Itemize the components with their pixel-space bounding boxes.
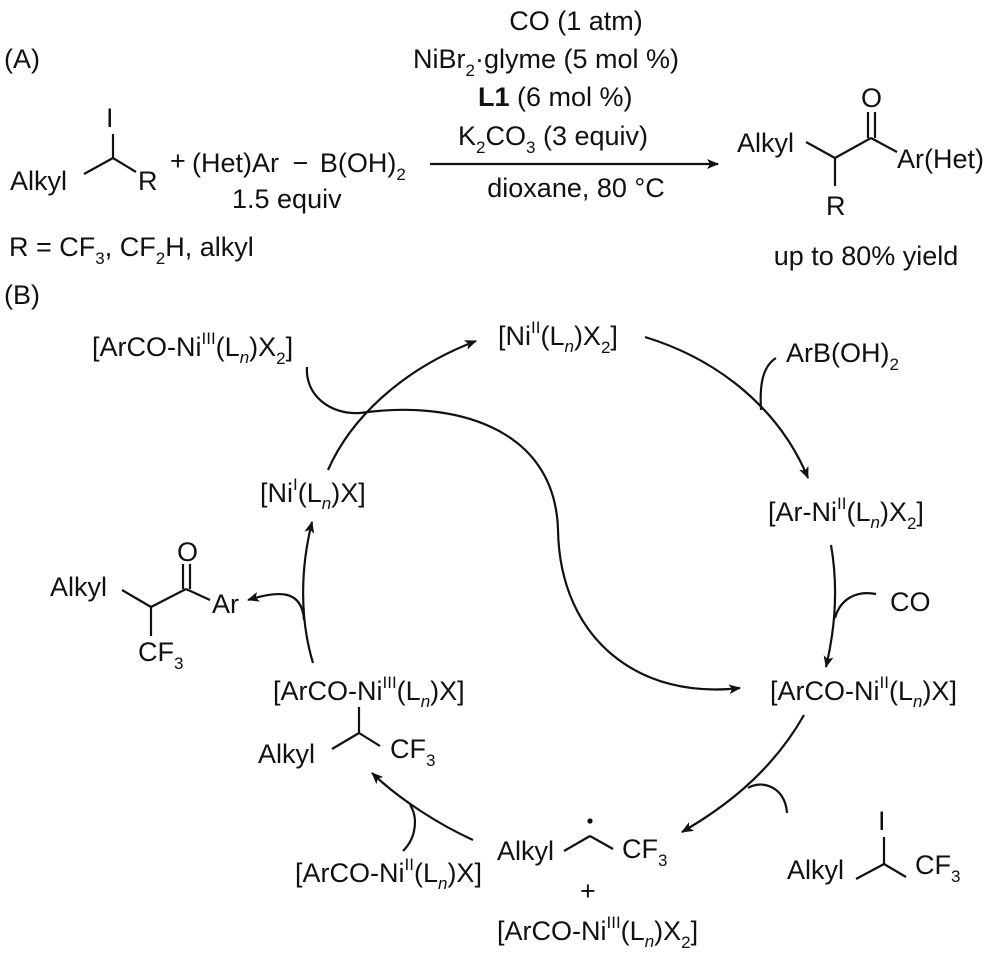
arrow-arconi2-input bbox=[402, 804, 416, 852]
arrow-nickel3-input bbox=[305, 366, 361, 415]
condition-co: CO (1 atm) bbox=[509, 6, 643, 36]
boronic-equiv: 1.5 equiv bbox=[232, 184, 342, 214]
plus-radical: + bbox=[580, 876, 596, 906]
svg-text:I: I bbox=[878, 806, 886, 836]
svg-text:Alkyl: Alkyl bbox=[787, 855, 844, 885]
species-ni2-x2: [NiII(Ln)X2] bbox=[498, 318, 618, 357]
product-b-alkyl: Alkyl bbox=[50, 572, 107, 602]
svg-text:(Het)Ar − B(OH)2: (Het)Ar − B(OH)2 bbox=[192, 148, 406, 184]
arrow-ni1-to-ni2[interactable] bbox=[326, 339, 477, 471]
r-definition: R = CF3, CF2H, alkyl bbox=[9, 232, 254, 268]
product-arhet: Ar(Het) bbox=[897, 144, 984, 174]
svg-text:CF3: CF3 bbox=[915, 850, 960, 886]
species-arconi3-alkyl: [ArCO-NiIII(Ln)X] Alkyl CF3 bbox=[258, 673, 465, 770]
condition-ligand: L1 (6 mol %) bbox=[478, 82, 633, 112]
product-ketone: Alkyl O Ar(Het) R bbox=[737, 83, 984, 221]
bond-c-r bbox=[112, 157, 137, 173]
product-b-oxygen: O bbox=[177, 537, 198, 567]
condition-catalyst: NiBr2·glyme (5 mol %) bbox=[413, 44, 679, 80]
panel-b-label: (B) bbox=[4, 280, 40, 310]
arrow-arconi2-to-radical[interactable] bbox=[681, 714, 805, 833]
boronic-acid: (Het)Ar − B(OH)2 1.5 equiv bbox=[192, 148, 406, 214]
arrow-product-release bbox=[247, 591, 306, 621]
arrow-co-input bbox=[833, 592, 877, 619]
species-ni1-x: [NiI(Ln)X] bbox=[260, 475, 366, 513]
yield-label: up to 80% yield bbox=[774, 241, 959, 271]
arrow-s-curve-to-arconi2[interactable] bbox=[359, 408, 741, 695]
arrow-radical-to-nickel3[interactable] bbox=[371, 772, 474, 842]
reagent-boronic-acid: ArB(OH)2 bbox=[786, 338, 899, 374]
reaction-conditions: CO (1 atm) NiBr2·glyme (5 mol %) L1 (6 m… bbox=[413, 6, 719, 203]
radical-dot bbox=[587, 818, 593, 824]
reagent-alkyl-iodide: I Alkyl CF3 bbox=[787, 806, 960, 886]
condition-solvent: dioxane, 80 °C bbox=[487, 173, 664, 203]
reactant-iodine: I bbox=[106, 103, 114, 133]
svg-text:Alkyl: Alkyl bbox=[258, 739, 315, 769]
reagent-co: CO bbox=[890, 587, 931, 617]
species-arconi2-x-bottom: [ArCO-NiII(Ln)X] bbox=[295, 855, 482, 893]
product-b-ar: Ar bbox=[212, 589, 239, 619]
arrow-nickel3-to-ni1[interactable] bbox=[302, 521, 315, 664]
svg-text:CF3: CF3 bbox=[390, 734, 435, 770]
product-b-cf3: CF3 bbox=[138, 637, 183, 673]
arrow-boronic-input bbox=[759, 357, 777, 411]
arrow-ni2-to-arni2[interactable] bbox=[644, 335, 810, 479]
bond-alkyl-c bbox=[83, 157, 114, 175]
condition-base: K2CO3 (3 equiv) bbox=[458, 121, 648, 157]
product-alkyl: Alkyl bbox=[737, 128, 794, 158]
species-arconi3-x2-bottom: [ArCO-NiIII(Ln)X2] bbox=[497, 913, 698, 952]
plus-sign: + bbox=[170, 146, 186, 176]
arrow-alkyl-iodide-input bbox=[747, 783, 789, 814]
product-cf3-ketone: Alkyl O Ar CF3 bbox=[50, 537, 239, 673]
species-arconi3-x2-top: [ArCO-NiIII(Ln)X2] bbox=[92, 329, 293, 368]
reactant-alkyl-iodide: I Alkyl R bbox=[10, 103, 158, 196]
product-r: R bbox=[826, 191, 846, 221]
species-arconi2-x-right: [ArCO-NiII(Ln)X] bbox=[770, 673, 957, 711]
reactant-r: R bbox=[138, 166, 158, 196]
radical-intermediate: Alkyl CF3 + bbox=[497, 818, 667, 906]
svg-text:Alkyl: Alkyl bbox=[497, 836, 554, 866]
product-oxygen: O bbox=[861, 83, 882, 113]
panel-a-label: (A) bbox=[4, 44, 40, 74]
boronic-dash: − bbox=[293, 148, 309, 178]
boronic-b: B(OH) bbox=[320, 148, 397, 178]
reactant-alkyl: Alkyl bbox=[10, 166, 67, 196]
arrow-arni2-to-arconi2[interactable] bbox=[823, 544, 837, 668]
svg-text:[ArCO-NiIII(Ln)X]: [ArCO-NiIII(Ln)X] bbox=[273, 673, 465, 711]
boronic-prefix: (Het)Ar bbox=[192, 148, 279, 178]
species-ar-ni2-x2: [Ar-NiII(Ln)X2] bbox=[768, 494, 924, 533]
svg-text:CF3: CF3 bbox=[622, 834, 667, 870]
